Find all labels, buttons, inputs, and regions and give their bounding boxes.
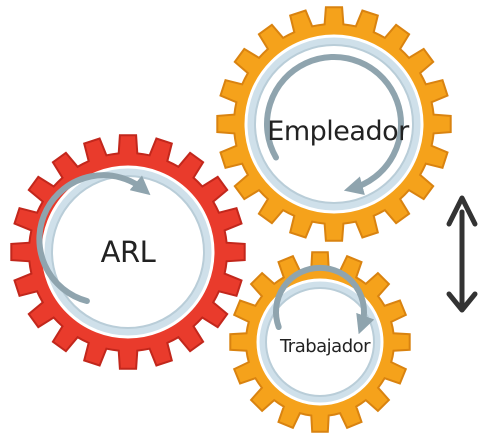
circular-arrow-icon — [36, 172, 151, 304]
gear-arl-label: ARL — [101, 235, 156, 269]
gear-arl: ARL — [10, 134, 246, 370]
gear-trabajador-label: Trabajador — [279, 336, 371, 357]
gear-empleador: Empleador — [216, 6, 452, 242]
gear-empleador-label: Empleador — [267, 116, 410, 147]
gear-trabajador: Trabajador — [229, 251, 411, 433]
gear-trabajador-inner-face — [265, 287, 375, 397]
double-vertical-arrow-icon — [446, 195, 478, 313]
gear-arl-inner-face — [51, 175, 205, 329]
circular-arrow-icon — [264, 54, 405, 195]
circular-arrow-icon — [273, 264, 375, 335]
gear-empleador-inner-face — [254, 44, 414, 204]
